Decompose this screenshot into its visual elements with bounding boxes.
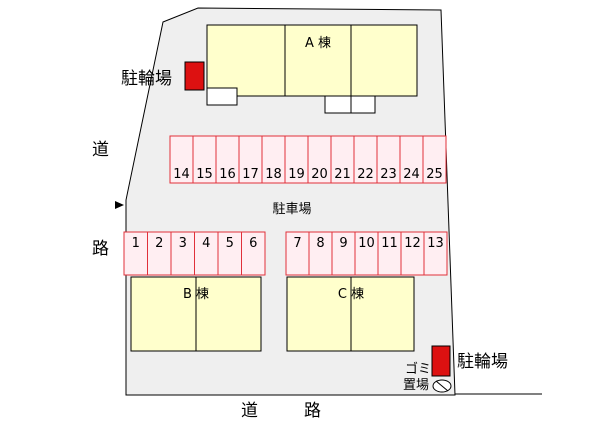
parking-lot-label: 駐車場: [272, 202, 311, 217]
bicycle-parking-top-label: 駐輪場: [121, 69, 172, 89]
parking-space-number: 4: [202, 236, 210, 251]
parking-space-number: 8: [316, 236, 324, 251]
road-label-bottom-1: 道: [241, 401, 258, 421]
road-label-left-1: 道: [92, 140, 109, 160]
parking-space-number: 20: [311, 167, 328, 182]
parking-space-number: 19: [288, 167, 305, 182]
parking-space-number: 6: [249, 236, 257, 251]
parking-space-number: 22: [357, 167, 374, 182]
parking-space-number: 5: [226, 236, 234, 251]
parking-space: [423, 231, 448, 276]
parking-space: [241, 231, 266, 276]
parking-space-number: 2: [155, 236, 163, 251]
road-label-bottom-2: 路: [304, 401, 321, 421]
parking-space-number: 14: [173, 167, 190, 182]
building-c: C 棟: [286, 276, 415, 352]
entrance-arrow-icon: [115, 201, 124, 209]
parking-space-number: 10: [358, 236, 375, 251]
parking-space-number: 18: [265, 167, 282, 182]
parking-space-number: 23: [380, 167, 397, 182]
parking-space-number: 11: [381, 236, 398, 251]
parking-row-top: 14 15 16 17 18 19 20 21 22 23 24 25: [169, 135, 447, 184]
garbage-label-line2: 置場: [403, 378, 429, 393]
parking-space-number: 16: [219, 167, 236, 182]
building-c-label: C 棟: [338, 287, 364, 302]
parking-space-number: 13: [427, 236, 444, 251]
parking-space-number: 12: [404, 236, 421, 251]
parking-space-number: 25: [426, 167, 443, 182]
bicycle-parking-bottom: [431, 345, 451, 377]
parking-space-number: 17: [242, 167, 259, 182]
building-b: B 棟: [130, 276, 262, 352]
garbage-label-line1: ゴミ: [405, 361, 431, 377]
parking-space-number: 15: [196, 167, 213, 182]
parking-space-number: 9: [339, 236, 347, 251]
building-a-label: A 棟: [305, 36, 331, 51]
balcony: [206, 87, 238, 106]
balcony: [324, 95, 376, 114]
parking-space-number: 21: [334, 167, 351, 182]
parking-space-number: 7: [293, 236, 301, 251]
bicycle-parking-top: [184, 61, 205, 91]
building-a: A 棟: [206, 24, 418, 114]
building-b-label: B 棟: [183, 287, 209, 302]
bicycle-parking-bottom-label: 駐輪場: [457, 352, 508, 372]
parking-space-number: 24: [403, 167, 420, 182]
parking-space-number: 3: [179, 236, 187, 251]
parking-space-number: 1: [132, 236, 140, 251]
parking-space: [422, 135, 447, 184]
road-label-left-2: 路: [92, 239, 109, 259]
